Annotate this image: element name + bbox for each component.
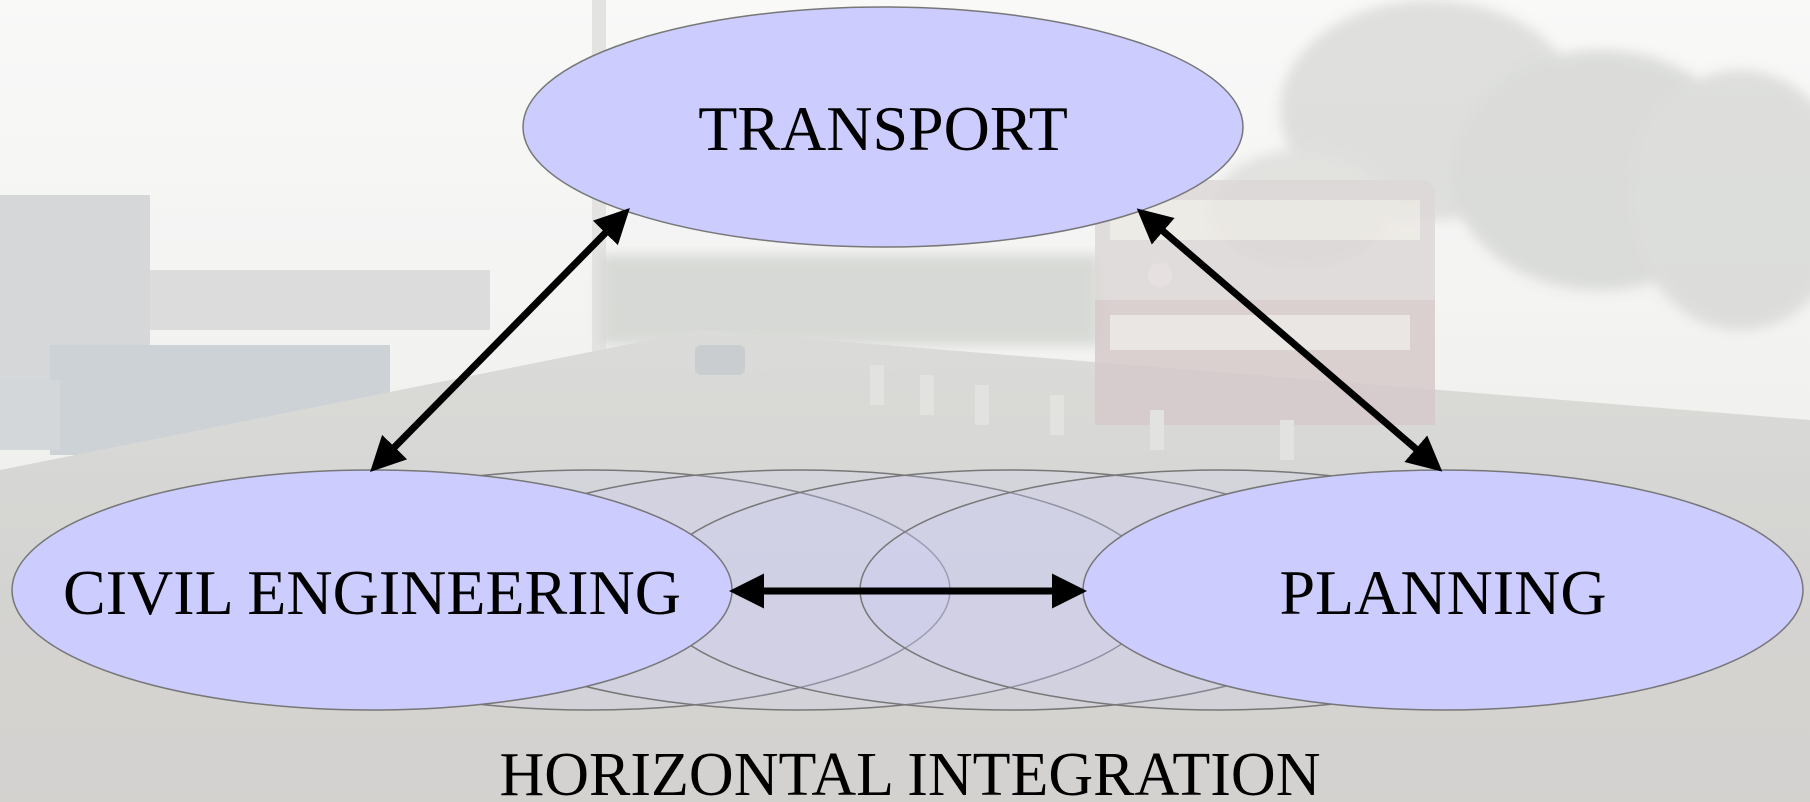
planning-label: PLANNING bbox=[1279, 557, 1606, 628]
civil-engineering-label: CIVIL ENGINEERING bbox=[63, 557, 681, 628]
transport-node bbox=[522, 6, 1244, 248]
diagram-caption: HORIZONTAL INTEGRATION bbox=[500, 741, 1321, 802]
arrow-transport-planning bbox=[1136, 208, 1443, 472]
transport-label: TRANSPORT bbox=[698, 93, 1068, 164]
connection-arrows bbox=[370, 208, 1443, 609]
arrow-transport-civil bbox=[370, 208, 630, 472]
